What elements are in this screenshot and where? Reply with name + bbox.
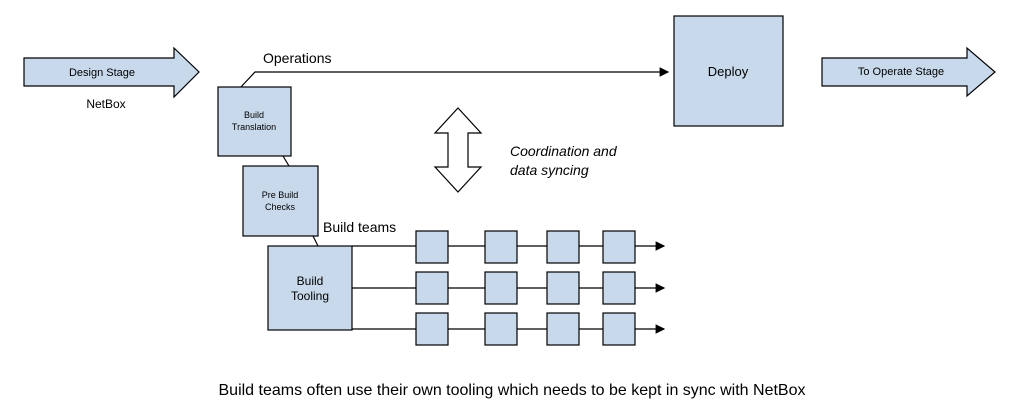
pipeline-stage [484,312,518,346]
netbox-label: NetBox [86,97,125,111]
pipeline-stage [415,271,449,305]
pre-build-label-1: Pre Build [262,190,299,200]
translation-to-checks-connector [282,155,290,167]
pipeline-row-1 [352,230,666,264]
pipeline-stage [484,271,518,305]
deploy-label: Deploy [708,64,749,79]
double-arrow-icon [433,107,483,193]
pipeline-stage [415,312,449,346]
caption: Build teams often use their own tooling … [219,382,806,399]
design-stage-arrow: Design Stage [23,46,200,99]
operations-connector [239,67,670,89]
deploy-box: Deploy [673,15,784,127]
build-translation-label-1: Build [244,110,264,120]
build-teams-label: Build teams [323,219,396,235]
pipeline-stage [602,312,636,346]
build-translation-label-2: Translation [232,122,276,132]
pre-build-label-2: Checks [265,202,296,212]
pipeline-stage [602,230,636,264]
build-tooling-box: Build Tooling [267,245,353,331]
coordination-label-1: Coordination and [510,143,618,159]
to-operate-stage-label: To Operate Stage [858,66,944,78]
checks-to-tooling-connector [312,235,319,247]
design-stage-label: Design Stage [69,67,135,79]
build-tooling-label-2: Tooling [291,289,329,303]
build-translation-box: Build Translation [217,86,292,157]
operations-label: Operations [263,50,331,66]
pipeline-stage [546,230,580,264]
pipeline-stage [415,230,449,264]
pipeline-stage [546,312,580,346]
build-tooling-label-1: Build [297,274,324,288]
to-operate-stage-arrow: To Operate Stage [821,46,996,98]
pipeline-stage [602,271,636,305]
pipeline-row-2 [352,271,666,305]
pipeline-row-3 [352,312,666,346]
coordination-label-2: data syncing [510,162,589,178]
pipeline-stage [546,271,580,305]
pipeline-stage [484,230,518,264]
pre-build-checks-box: Pre Build Checks [242,165,319,237]
